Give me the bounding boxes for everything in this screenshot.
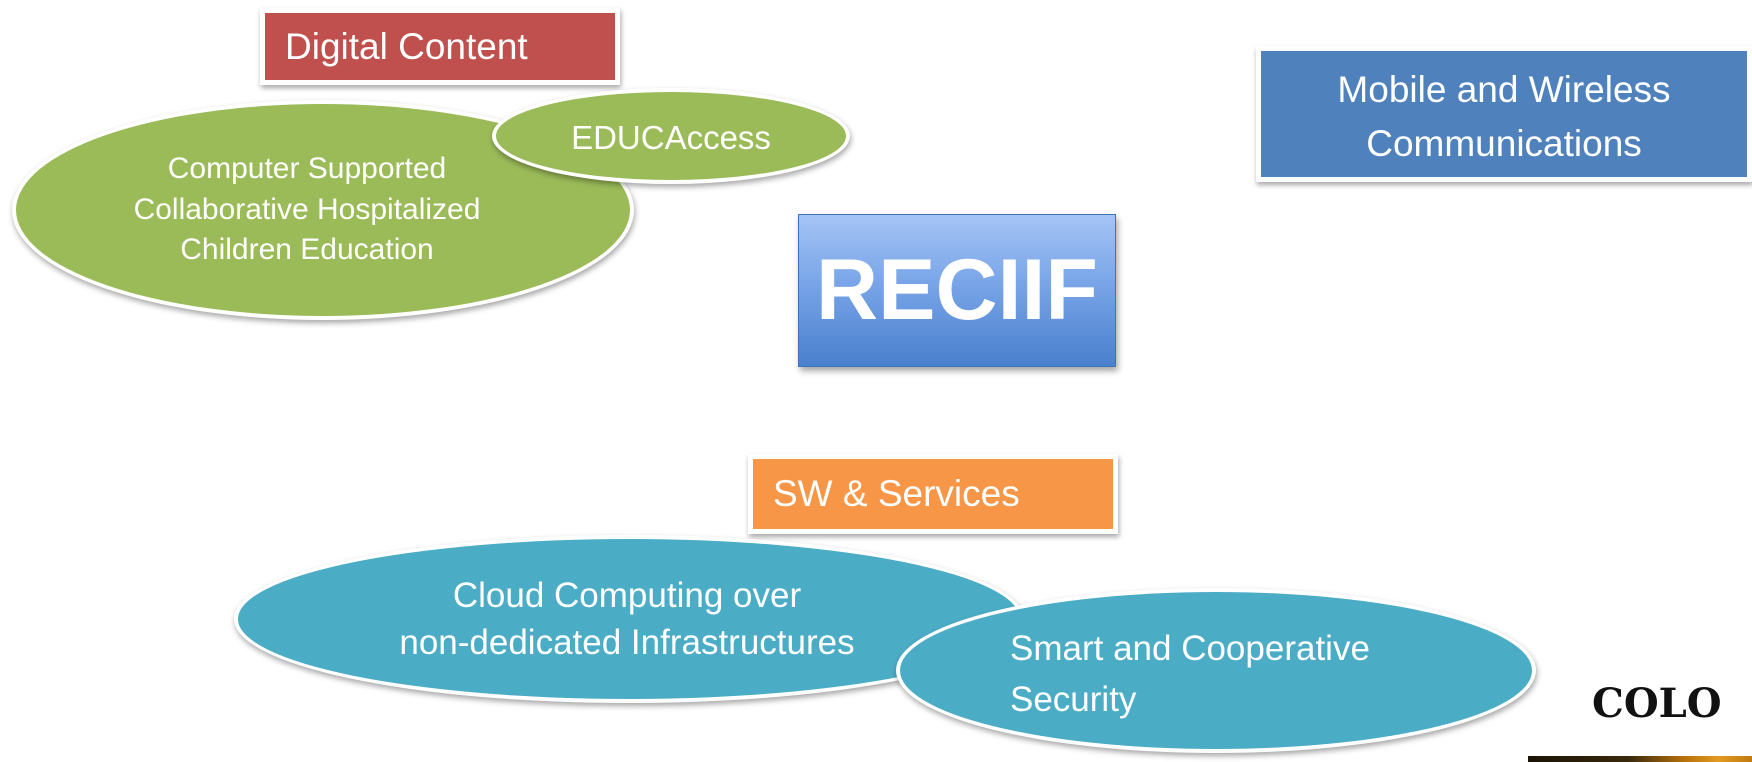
project-smart-security-label: Smart and Cooperative Security bbox=[1010, 624, 1370, 726]
project-cloud-computing-label: Cloud Computing over non-dedicated Infra… bbox=[399, 572, 854, 667]
center-title-box: RECIIF bbox=[798, 214, 1116, 367]
project-cschce-line-3: Children Education bbox=[180, 233, 434, 267]
partial-logo-image bbox=[1528, 756, 1752, 762]
center-title: RECIIF bbox=[816, 242, 1098, 338]
project-educaccess-label: EDUCAccess bbox=[571, 118, 771, 156]
category-digital-content: Digital Content bbox=[260, 8, 620, 85]
project-cschce-line-2: Collaborative Hospitalized bbox=[133, 192, 481, 226]
project-cloud-computing-line-1: Cloud Computing over bbox=[452, 575, 802, 615]
project-smart-security-line-2: Security bbox=[1010, 679, 1137, 719]
category-mobile-wireless-line-2: Communications bbox=[1366, 123, 1642, 164]
project-smart-security-ellipse: Smart and Cooperative Security bbox=[896, 588, 1536, 753]
partial-logo-text: COLO bbox=[1592, 680, 1722, 727]
project-cschce-line-1: Computer Supported bbox=[167, 152, 447, 186]
category-sw-services: SW & Services bbox=[748, 454, 1118, 534]
project-smart-security-line-1: Smart and Cooperative bbox=[1010, 628, 1370, 668]
project-cloud-computing-ellipse: Cloud Computing over non-dedicated Infra… bbox=[234, 535, 1024, 703]
project-cschce-label: Computer Supported Collaborative Hospita… bbox=[134, 149, 481, 271]
category-mobile-wireless: Mobile and Wireless Communications bbox=[1256, 46, 1752, 182]
project-cloud-computing-line-2: non-dedicated Infrastructures bbox=[399, 623, 855, 662]
partial-logo: COLO bbox=[1528, 680, 1752, 762]
category-digital-content-label: Digital Content bbox=[285, 26, 528, 67]
category-mobile-wireless-line-1: Mobile and Wireless bbox=[1337, 69, 1671, 110]
category-sw-services-label: SW & Services bbox=[773, 473, 1020, 514]
project-educaccess-ellipse: EDUCAccess bbox=[492, 88, 850, 184]
